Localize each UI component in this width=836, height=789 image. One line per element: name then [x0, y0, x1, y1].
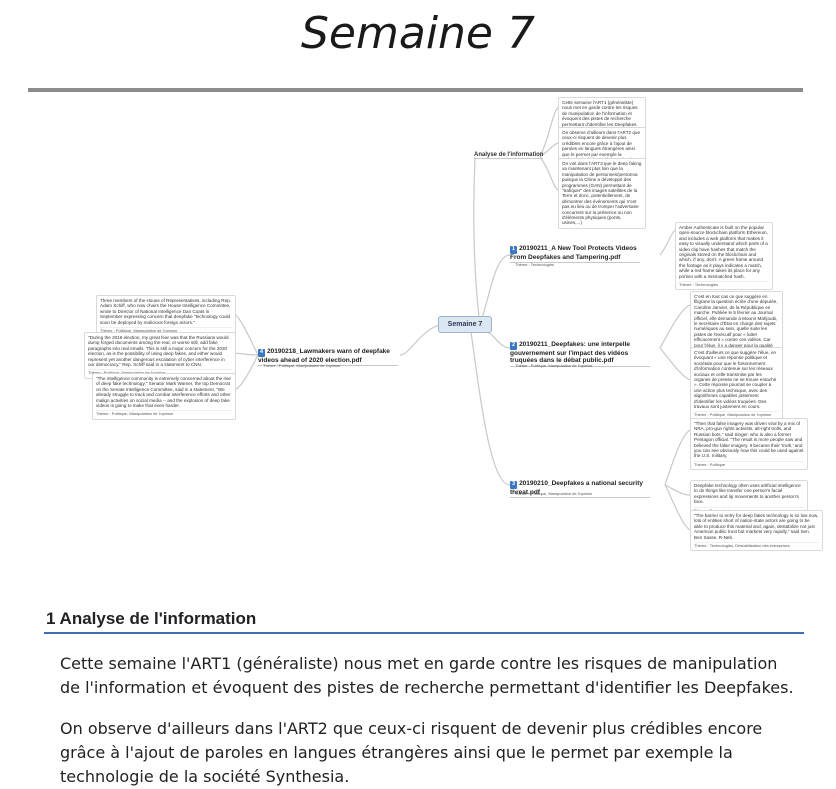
article-note: Amber Authenticate is built on the popul… [675, 222, 773, 291]
mindmap-center-node: Semaine 7 [438, 316, 492, 333]
section-divider [44, 632, 804, 634]
topic-theme: Thème : Technologies [515, 262, 555, 267]
body-paragraph: Cette semaine l'ART1 (généraliste) nous … [60, 654, 794, 697]
article-note: C'est d'ailleurs ce que suggère l'élue, … [690, 347, 783, 421]
page-title: Semaine 7 [301, 8, 535, 59]
mindmap-connectors [229, 106, 691, 531]
article-note: "The barrier to entry for deep fakes tec… [690, 510, 823, 552]
mindmap-image: Semaine 7 Analyse de l'information Cette… [0, 95, 836, 580]
topic-theme: Thème : Politique, Manipulation de l'opi… [263, 363, 341, 368]
topic-theme: Thème : Politique, Manipulation de l'opi… [515, 363, 593, 368]
article-note: "Then that false imagery was driven vira… [690, 418, 808, 471]
title-divider [28, 88, 803, 92]
section-heading: 1 Analyse de l'information [46, 609, 257, 628]
article-note: Three members of the House of Representa… [96, 295, 236, 337]
analyse-branch-label: Analyse de l'information [474, 152, 544, 159]
body-paragraph: On observe d'ailleurs dans l'ART2 que ce… [60, 719, 763, 786]
topic-theme: Thème : Politique, Manipulation de l'opi… [515, 491, 593, 496]
article-note: "During the 2016 election, my great fear… [84, 332, 236, 379]
analyse-note: On voit dans l'ART3 que le deep faking v… [558, 158, 646, 229]
analyse-note: Cette semaine l'ART1 (généraliste) nous … [558, 97, 646, 131]
article-note: "The intelligence community is extremely… [92, 373, 236, 420]
